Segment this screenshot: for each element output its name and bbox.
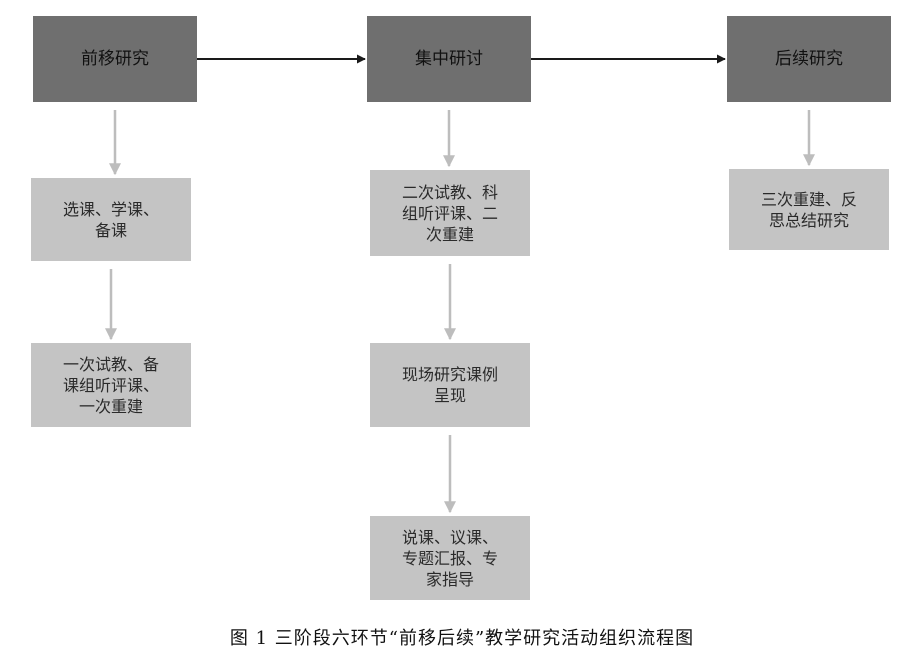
stage-label: 前移研究: [81, 48, 149, 69]
step-box-second-trial: 二次试教、科 组听评课、二 次重建: [370, 170, 530, 256]
figure-caption: 图 1 三阶段六环节“前移后续”教学研究活动组织流程图: [229, 628, 695, 649]
step-box-select-study-prepare: 选课、学课、 备课: [31, 178, 191, 261]
stage-label: 集中研讨: [415, 48, 483, 69]
stage-label: 后续研究: [775, 48, 843, 69]
step-label: 一次试教、备 课组听评课、 一次重建: [62, 354, 159, 416]
step-box-lesson-review-expert: 说课、议课、 专题汇报、专 家指导: [370, 516, 530, 600]
step-label: 二次试教、科 组听评课、二 次重建: [401, 182, 498, 244]
step-box-live-lesson: 现场研究课例 呈现: [370, 343, 530, 427]
stage-box-focused-discussion: 集中研讨: [367, 16, 531, 102]
stage-box-pre-research: 前移研究: [33, 16, 197, 102]
step-label: 三次重建、反 思总结研究: [760, 189, 857, 230]
step-label: 说课、议课、 专题汇报、专 家指导: [401, 527, 498, 589]
step-label: 现场研究课例 呈现: [401, 365, 498, 405]
step-label: 选课、学课、 备课: [62, 199, 159, 240]
step-box-third-rebuild-reflect: 三次重建、反 思总结研究: [729, 169, 889, 250]
step-box-first-trial: 一次试教、备 课组听评课、 一次重建: [31, 343, 191, 427]
stage-box-follow-up-research: 后续研究: [727, 16, 891, 102]
